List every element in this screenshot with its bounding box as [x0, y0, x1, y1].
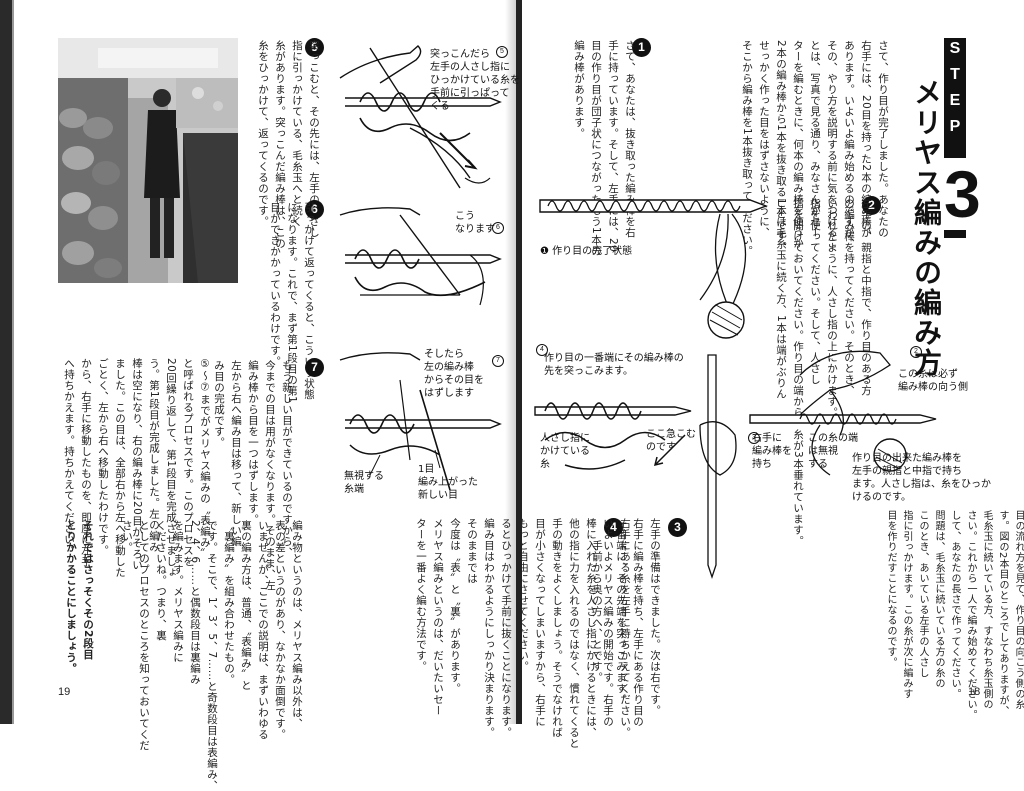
fig7-note-3: 1目 編み上がった 新しい目: [418, 464, 478, 501]
fig4-note-3: ここ急こむ のです: [646, 429, 696, 453]
page-number-right: 18: [968, 686, 981, 698]
fig4-note: 作り目の一番端にその編み棒の 先を突っこみます。: [544, 353, 684, 377]
fig4-note-2: 人さし指に かけている 糸: [540, 433, 590, 470]
fig3-number: 3: [748, 432, 760, 444]
left-middle-text: ⑤～⑦までがメリヤス編みの〝表編み〟 と呼ばれるプロセスです。このプロセスを 2…: [63, 358, 211, 578]
step-letter-t: T: [950, 66, 960, 83]
step-letter-s: S: [949, 40, 961, 57]
page-edge-shadow: [0, 0, 12, 724]
fig6-number: 6: [492, 222, 504, 234]
fig5-number: 5: [496, 46, 508, 58]
fig2-note: この糸は必ず 編み棒の向う側: [898, 369, 968, 393]
intro-text: さて、作り目が完了しました。あなたの 右手には、20目を持った2本の編み棒が あ…: [741, 40, 889, 257]
fig3-note: 右手に 編み棒を 持ち: [752, 433, 792, 470]
left-closing-text: それではさっそくその2段目 とりかかることにしましょう。: [65, 520, 94, 674]
step-7-text: もう新しい目ができているのですから、 今までの目は用がなくなります。そのまま、左…: [213, 360, 293, 591]
fig1-caption-text: 作り目の完了状態: [552, 246, 633, 257]
bottom-body-text: 右手にある糸を左手に持ちかえてください。 いよいよメリヤス編みの開始です。右手の…: [415, 518, 631, 749]
gutter-shadow: [505, 0, 516, 724]
step-number: 3: [944, 157, 981, 231]
fig3-note-2: この糸の端 は無視 する: [808, 433, 858, 470]
fig7-note-2: 無視する 糸端: [344, 471, 384, 495]
step-1-text: さて、あなたは、抜き取った編み棒を右 手に持っています。そして、左手には、20 …: [573, 40, 636, 257]
page-number-left: 19: [58, 686, 71, 698]
fig7-note: そしたら 左の編み棒 からその目を はずします: [424, 349, 484, 399]
step-letter-e: E: [949, 92, 961, 109]
step-5-badge: 5: [305, 38, 324, 57]
yarn-shop-photo-drawing: [58, 38, 238, 283]
fig6-drawing: [339, 207, 502, 306]
book-gutter: [516, 0, 522, 724]
step-4-badge: 4: [604, 518, 623, 537]
fig4-drawing: [534, 402, 692, 470]
fig6-note: こう なります: [455, 211, 495, 235]
step-1-badge: 1: [632, 38, 651, 57]
fig3-needle-drawing: [699, 354, 737, 580]
yarn-shop-photo: [58, 38, 238, 283]
step-2-badge: 2: [862, 196, 881, 215]
step-6-text: 引っかけて返ってくると、こういう状態 になります。これで、まず第1段目の第1 目…: [269, 202, 315, 404]
step-5-text: 突っこむと、その先には、左手の人さし 指に引っかけている、毛糸玉へと続く 糸があ…: [257, 40, 320, 249]
step-6-badge: 6: [305, 200, 324, 219]
fig4-number: 4: [536, 344, 548, 356]
fig5-drawing: [339, 45, 502, 189]
page-edge-line: [12, 0, 14, 724]
step-letter-p: P: [949, 118, 961, 135]
step-7-badge: 7: [305, 358, 324, 377]
fig2-note-2: 作り目の出来た編み棒を 左手の親指と中指で持ち ます。人さし指は、糸をひっか け…: [852, 453, 991, 503]
right-bottom-text: になっている糸です。 目の流れ方を見て、作り目の向こう側の糸 す。図の2本目のと…: [885, 510, 1024, 720]
fig7-number: 7: [492, 355, 504, 367]
fig7-drawing: [339, 352, 502, 491]
fig2-drawing: [749, 350, 937, 476]
fig5-note: 突っこんだら 左手の人さし指に ひっかけている糸を 手前に引っぱって くる: [430, 49, 520, 112]
fig1-drawing: [539, 199, 768, 339]
page-title: メリヤス編みの編み方: [910, 78, 943, 378]
step-3-badge: 3: [668, 518, 687, 537]
left-bottom-text: 編み物というのは、メリヤス編み以外は、 表の差というのがあり、なかなか面倒です。…: [121, 520, 303, 791]
step-2-text: 左手の、親指と中指で、作り目のある方 の編み棒を持ってください。そのとき、 いわ…: [775, 198, 872, 547]
fig1-caption: ❶ 作り目の完了状態: [540, 246, 633, 257]
fig2-number: 2: [910, 346, 922, 358]
